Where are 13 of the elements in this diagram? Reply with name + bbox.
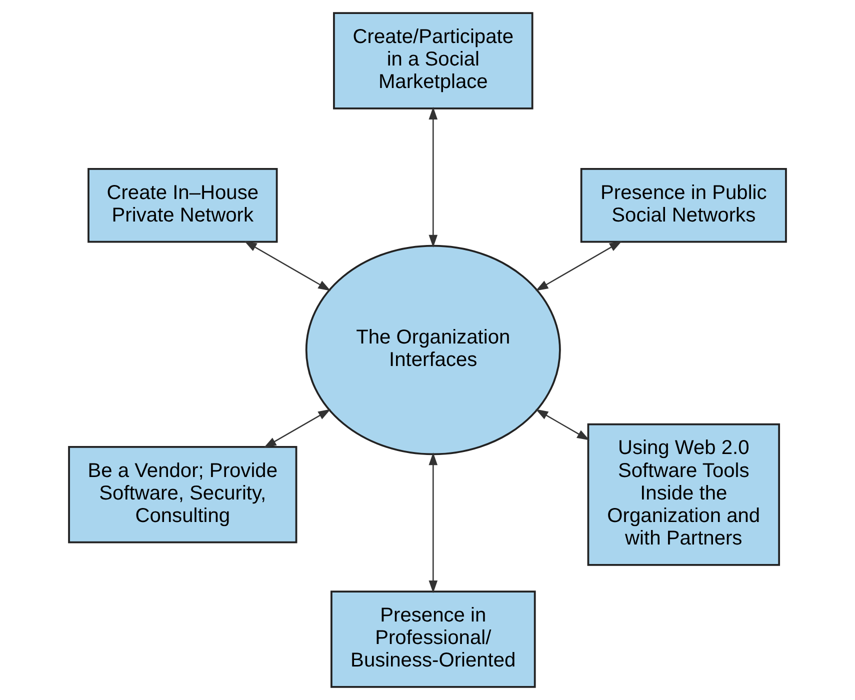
node-box: Presence in Professional/ Business-Oriented: [330, 590, 536, 688]
node-ellipse: The Organization Interfaces: [305, 244, 561, 456]
arrow: [244, 240, 331, 291]
arrow: [536, 409, 590, 440]
arrow: [536, 240, 622, 291]
node-box: Presence in Public Social Networks: [580, 168, 787, 243]
node-box: Using Web 2.0 Software Tools Inside the Organization and with Partners: [587, 423, 780, 566]
arrow: [428, 452, 438, 594]
node-box: Be a Vendor; Provide Software, Security, Consulting: [68, 446, 298, 544]
node-box: Create In–House Private Network: [88, 168, 278, 243]
arrow: [264, 409, 331, 448]
arrow: [428, 106, 438, 248]
node-box: Create/Participate in a Social Marketplace: [333, 12, 534, 110]
